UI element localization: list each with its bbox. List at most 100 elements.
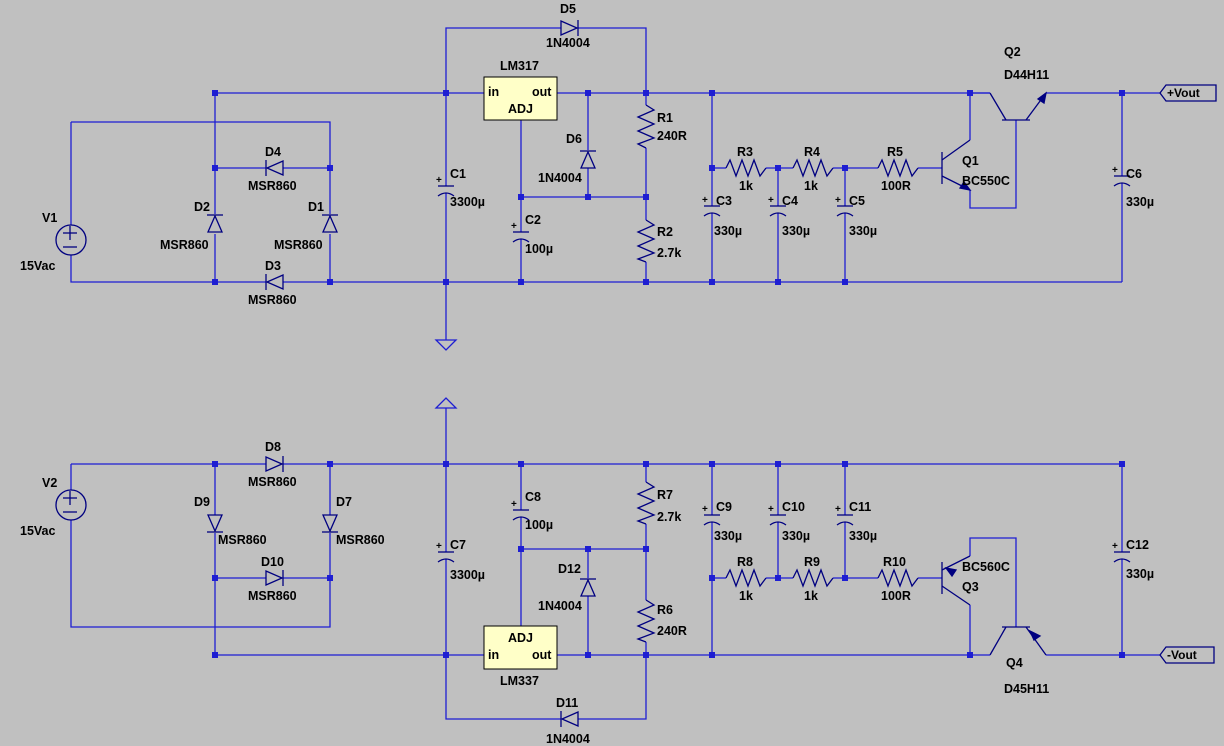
transistor-q1[interactable]: Q1 BC550C bbox=[941, 139, 1010, 191]
capacitor-c4[interactable]: + C4 330µ bbox=[768, 194, 810, 238]
capacitor-c10[interactable]: + C10 330µ bbox=[768, 500, 810, 543]
diode-d5[interactable]: D5 1N4004 bbox=[546, 2, 590, 50]
resistor-r10[interactable]: R10 100R bbox=[877, 555, 919, 603]
c1-polarity: + bbox=[436, 175, 442, 186]
capacitor-c8[interactable]: + C8 100µ bbox=[511, 490, 553, 532]
d10-value: MSR860 bbox=[248, 589, 297, 603]
resistor-r2[interactable]: R2 2.7k bbox=[636, 219, 681, 263]
r9-label: R9 bbox=[804, 555, 820, 569]
positive-supply: V1 15Vac D4 MSR860 D3 MSR860 D2 MSR860 bbox=[20, 2, 1217, 351]
net-label-vout-pos[interactable]: +Vout bbox=[1159, 84, 1217, 102]
resistor-r4[interactable]: R4 1k bbox=[792, 145, 834, 193]
d5-label: D5 bbox=[560, 2, 576, 16]
diode-d12[interactable]: D12 1N4004 bbox=[538, 562, 596, 613]
q3-label: Q3 bbox=[962, 580, 979, 594]
c8-value: 100µ bbox=[525, 518, 553, 532]
c11-polarity: + bbox=[835, 504, 841, 515]
ground-symbol-top bbox=[434, 339, 458, 351]
c5-value: 330µ bbox=[849, 224, 877, 238]
c5-label: C5 bbox=[849, 194, 865, 208]
r10-label: R10 bbox=[883, 555, 906, 569]
r10-value: 100R bbox=[881, 589, 911, 603]
capacitor-c12[interactable]: + C12 330µ bbox=[1112, 538, 1154, 581]
lm317-in-pin: in bbox=[488, 85, 499, 99]
regulator-lm317[interactable]: in out ADJ LM317 bbox=[483, 59, 558, 121]
d9-label: D9 bbox=[194, 495, 210, 509]
c9-label: C9 bbox=[716, 500, 732, 514]
resistor-r1[interactable]: R1 240R bbox=[636, 104, 687, 149]
c12-value: 330µ bbox=[1126, 567, 1154, 581]
r7-label: R7 bbox=[657, 488, 673, 502]
r3-label: R3 bbox=[737, 145, 753, 159]
resistor-r7[interactable]: R7 2.7k bbox=[636, 481, 681, 525]
c12-label: C12 bbox=[1126, 538, 1149, 552]
diode-d8[interactable]: D8 MSR860 bbox=[248, 440, 297, 489]
capacitor-c11[interactable]: + C11 330µ bbox=[835, 500, 877, 543]
lm337-in-pin: in bbox=[488, 648, 499, 662]
resistor-r8[interactable]: R8 1k bbox=[725, 555, 767, 603]
r1-value: 240R bbox=[657, 129, 687, 143]
d7-value: MSR860 bbox=[336, 533, 385, 547]
transistor-q4[interactable]: Q4 D45H11 bbox=[970, 626, 1049, 696]
d6-label: D6 bbox=[566, 132, 582, 146]
transistor-q3[interactable]: BC560C Q3 bbox=[941, 555, 1010, 606]
d6-value: 1N4004 bbox=[538, 171, 582, 185]
capacitor-c9[interactable]: + C9 330µ bbox=[702, 500, 742, 543]
c3-label: C3 bbox=[716, 194, 732, 208]
net-label-vout-neg[interactable]: -Vout bbox=[1159, 646, 1215, 664]
r7-value: 2.7k bbox=[657, 510, 681, 524]
d2-value: MSR860 bbox=[160, 238, 209, 252]
diode-d4[interactable]: D4 MSR860 bbox=[248, 145, 297, 193]
resistor-r3[interactable]: R3 1k bbox=[725, 145, 767, 193]
diode-d7[interactable]: D7 MSR860 bbox=[322, 495, 385, 547]
r2-label: R2 bbox=[657, 225, 673, 239]
resistor-r9[interactable]: R9 1k bbox=[792, 555, 834, 603]
q4-label: Q4 bbox=[1006, 656, 1023, 670]
resistor-r6[interactable]: R6 240R bbox=[636, 599, 687, 643]
capacitor-c7[interactable]: + C7 3300µ bbox=[436, 538, 485, 582]
positive-junctions bbox=[212, 90, 1125, 285]
diode-d1[interactable]: D1 MSR860 bbox=[274, 200, 338, 252]
negative-supply: V2 15Vac D8 MSR860 D10 MSR860 D9 MSR860 bbox=[20, 397, 1215, 746]
q2-label: Q2 bbox=[1004, 45, 1021, 59]
capacitor-c3[interactable]: + C3 330µ bbox=[702, 194, 742, 238]
c2-polarity: + bbox=[511, 221, 517, 232]
source-v1[interactable]: V1 15Vac bbox=[20, 211, 87, 273]
diode-d10[interactable]: D10 MSR860 bbox=[248, 555, 297, 603]
r8-label: R8 bbox=[737, 555, 753, 569]
r5-label: R5 bbox=[887, 145, 903, 159]
diode-d2[interactable]: D2 MSR860 bbox=[160, 200, 223, 252]
capacitor-c6[interactable]: + C6 330µ bbox=[1112, 165, 1154, 209]
resistor-r5[interactable]: R5 100R bbox=[877, 145, 919, 193]
ground-symbol-bottom bbox=[434, 397, 458, 409]
c11-value: 330µ bbox=[849, 529, 877, 543]
source-v2[interactable]: V2 15Vac bbox=[20, 476, 87, 538]
capacitor-c1[interactable]: + C1 3300µ bbox=[436, 167, 485, 209]
v2-value: 15Vac bbox=[20, 524, 56, 538]
transistor-q2[interactable]: Q2 D44H11 bbox=[970, 45, 1049, 121]
capacitor-c5[interactable]: + C5 330µ bbox=[835, 194, 877, 238]
d1-label: D1 bbox=[308, 200, 324, 214]
d11-label: D11 bbox=[556, 696, 578, 710]
capacitor-c2[interactable]: + C2 100µ bbox=[511, 213, 553, 256]
c11-label: C11 bbox=[849, 500, 871, 514]
r2-value: 2.7k bbox=[657, 246, 681, 260]
diode-d6[interactable]: D6 1N4004 bbox=[538, 132, 596, 185]
c8-label: C8 bbox=[525, 490, 541, 504]
d3-value: MSR860 bbox=[248, 293, 297, 307]
r3-value: 1k bbox=[739, 179, 753, 193]
c9-value: 330µ bbox=[714, 529, 742, 543]
d8-value: MSR860 bbox=[248, 475, 297, 489]
q1-label: Q1 bbox=[962, 154, 979, 168]
diode-d11[interactable]: D11 1N4004 bbox=[546, 696, 590, 746]
regulator-lm337[interactable]: ADJ in out LM337 bbox=[483, 625, 558, 688]
lm337-label: LM337 bbox=[500, 674, 539, 688]
c8-polarity: + bbox=[511, 499, 517, 510]
q4-value: D45H11 bbox=[1004, 682, 1049, 696]
d1-value: MSR860 bbox=[274, 238, 323, 252]
c2-label: C2 bbox=[525, 213, 541, 227]
diode-d9[interactable]: D9 MSR860 bbox=[194, 495, 267, 547]
diode-d3[interactable]: D3 MSR860 bbox=[248, 259, 297, 307]
